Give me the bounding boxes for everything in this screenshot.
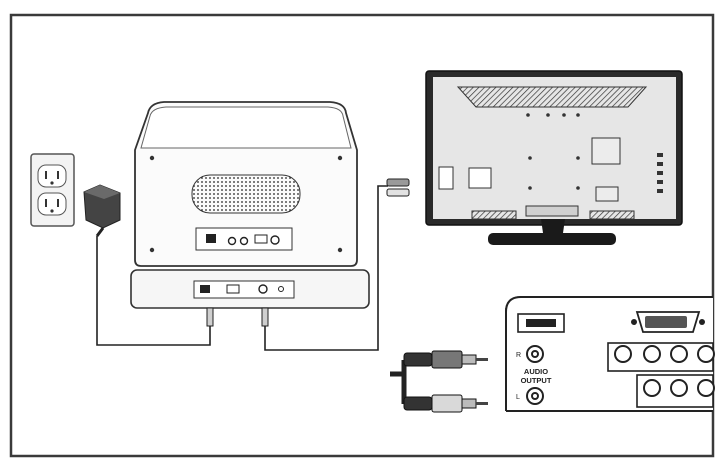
tv-rca-plugs bbox=[386, 178, 410, 197]
audio-left-letter: L bbox=[516, 394, 520, 401]
audio-output-label-line1: AUDIO bbox=[524, 367, 548, 376]
rca-cable-pair bbox=[390, 350, 488, 413]
audio-output-label-line2: OUTPUT bbox=[521, 376, 552, 385]
television bbox=[425, 70, 683, 245]
main-unit bbox=[134, 101, 358, 267]
inset-jacks bbox=[614, 345, 715, 397]
audio-cable bbox=[264, 185, 388, 351]
power-adapter bbox=[83, 184, 121, 237]
audio-right-letter: R bbox=[516, 352, 521, 359]
audio-output-jacks bbox=[526, 345, 544, 405]
base-plugs bbox=[206, 307, 269, 327]
wall-outlet bbox=[30, 153, 75, 227]
base-unit bbox=[130, 269, 370, 309]
